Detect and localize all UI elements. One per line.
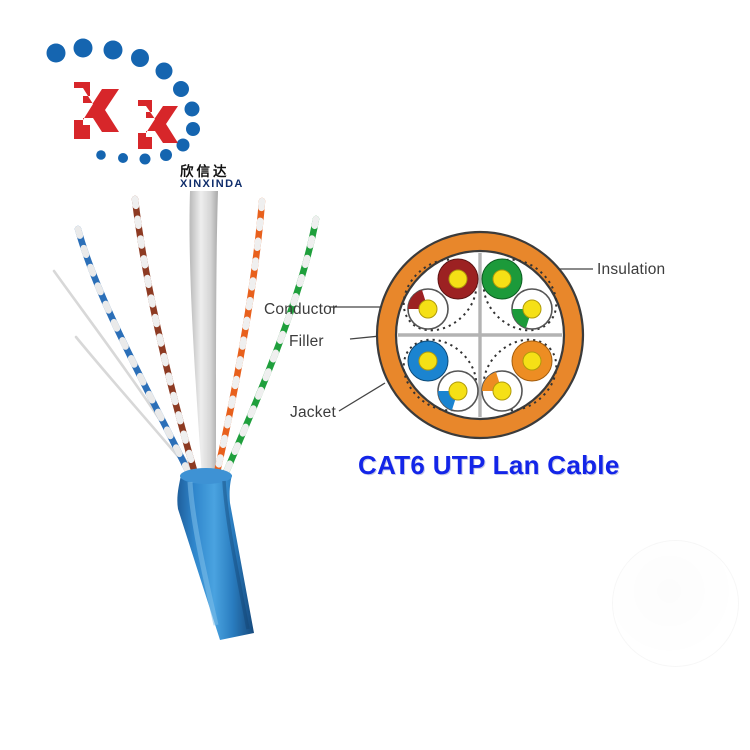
- logo-graphic: [46, 38, 200, 165]
- photo-brown-pair: [131, 195, 200, 481]
- blue-white-wire: [437, 370, 479, 412]
- cat6-cable-photograph: [40, 185, 340, 665]
- cross-section-graphic: [330, 230, 593, 440]
- logo-english-name: XINXINDA: [180, 178, 244, 190]
- jacket-leader: [338, 382, 386, 412]
- orange-white-wire: [481, 370, 523, 412]
- photo-blue-pair: [74, 225, 194, 479]
- brown-solid-wire: [437, 258, 479, 300]
- logo-dot-arc: [46, 38, 200, 165]
- product-title: CAT6 UTP Lan Cable: [358, 450, 620, 480]
- green-white-wire: [511, 288, 553, 330]
- background-watermark: [612, 540, 739, 667]
- cable-photo-graphic: [52, 191, 320, 640]
- diagram-filler-spline: [398, 253, 562, 417]
- diagram-green-pair: [481, 258, 558, 332]
- logo-chinese-name: 欣信达: [180, 164, 230, 179]
- logo-xx-mark: [74, 82, 178, 149]
- green-solid-wire: [481, 258, 523, 300]
- photo-green-pair: [220, 215, 320, 481]
- photo-spline-filler: [189, 191, 218, 477]
- brown-white-wire: [407, 288, 449, 330]
- brand-logo: 欣信达 XINXINDA: [42, 30, 242, 190]
- diagram-orange-pair: [481, 338, 558, 412]
- photo-outer-jacket: [177, 468, 254, 640]
- orange-solid-wire: [511, 340, 553, 382]
- photo-orange-pair: [212, 197, 266, 481]
- blue-solid-wire: [407, 340, 449, 382]
- cat6-cross-section-diagram: [255, 225, 705, 495]
- diagram-brown-pair: [402, 258, 479, 332]
- diagram-blue-pair: [402, 338, 479, 412]
